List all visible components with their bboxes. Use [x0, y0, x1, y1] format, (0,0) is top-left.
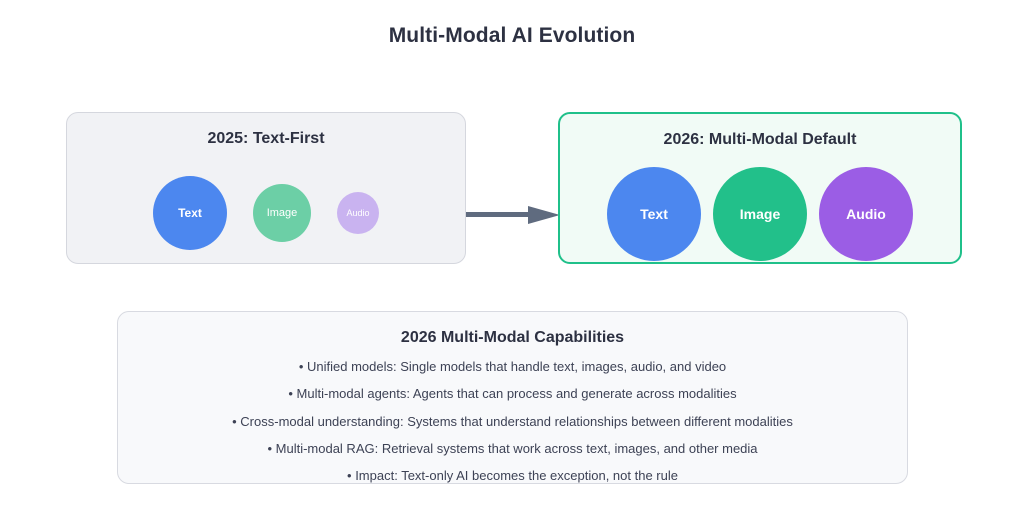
modality-bubble-text-2026: Text	[607, 167, 701, 261]
list-item: • Cross-modal understanding: Systems tha…	[232, 413, 793, 429]
stage-title-2025: 2025: Text-First	[207, 130, 325, 147]
list-item: • Multi-modal RAG: Retrieval systems tha…	[267, 440, 758, 456]
stage-panel-2025: 2025: Text-First Text Image Audio	[66, 112, 466, 264]
modality-bubble-image-2025: Image	[253, 184, 311, 242]
page-title: Multi-Modal AI Evolution	[388, 24, 636, 47]
capabilities-title: 2026 Multi-Modal Capabilities	[400, 329, 625, 346]
capabilities-panel: 2026 Multi-Modal Capabilities • Unified …	[117, 311, 908, 484]
list-item: • Multi-modal agents: Agents that can pr…	[288, 386, 737, 402]
modality-bubbles-2026: Text Image Audio	[560, 166, 960, 262]
modality-bubble-image-2026: Image	[713, 167, 807, 261]
modality-bubble-audio-2025: Audio	[337, 192, 379, 234]
capabilities-list: • Unified models: Single models that han…	[118, 359, 907, 484]
list-item: • Impact: Text-only AI becomes the excep…	[347, 468, 678, 484]
stage-title-2026: 2026: Multi-Modal Default	[663, 131, 857, 148]
stage-panel-2026: 2026: Multi-Modal Default Text Image Aud…	[558, 112, 962, 264]
modality-bubbles-2025: Text Image Audio	[67, 165, 465, 261]
modality-bubble-audio-2026: Audio	[819, 167, 913, 261]
modality-bubble-text-2025: Text	[153, 176, 227, 250]
list-item: • Unified models: Single models that han…	[298, 359, 727, 374]
arrow-right-icon	[466, 205, 560, 225]
